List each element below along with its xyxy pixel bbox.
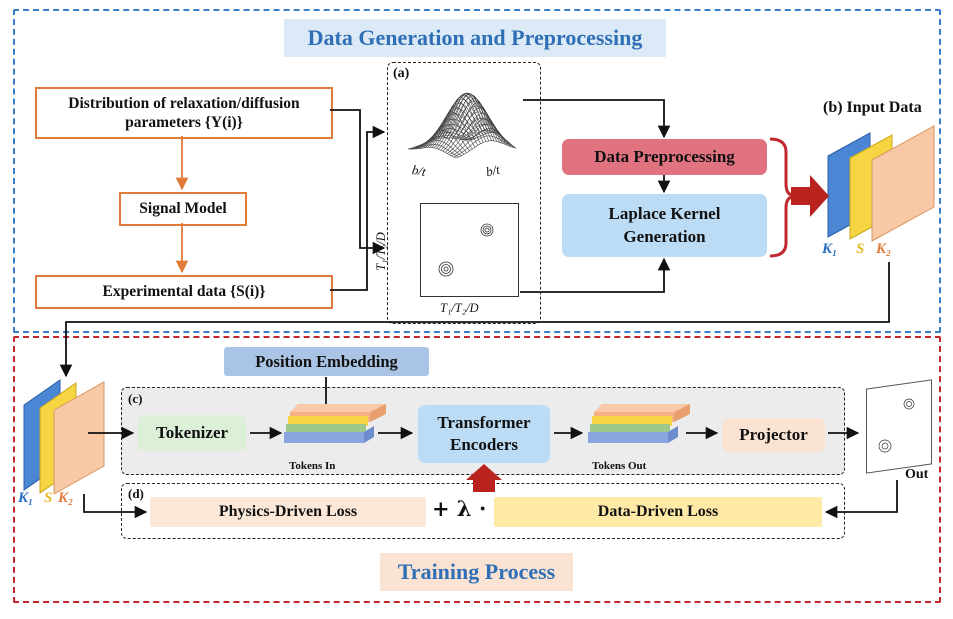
data-generation-title: Data Generation and Preprocessing xyxy=(284,19,666,57)
input-s-label: S xyxy=(856,241,865,257)
experimental-data-box: Experimental data {S(i)} xyxy=(35,275,333,309)
distribution-line2: parameters {Y(i)} xyxy=(125,114,243,131)
arrow-out-to-dataloss xyxy=(824,480,898,519)
tokens-out-label: Tokens Out xyxy=(592,460,647,472)
laplace-kernel-box: Laplace Kernel Generation xyxy=(562,194,767,257)
train-k2-label: K₂ xyxy=(58,490,74,506)
training-input-stack xyxy=(23,379,105,495)
data-driven-loss-box: Data-Driven Loss xyxy=(494,497,822,527)
physics-driven-loss-box: Physics-Driven Loss xyxy=(150,497,426,527)
training-process-title: Training Process xyxy=(380,553,573,591)
map-peak-lower xyxy=(438,261,454,277)
map-peak-upper xyxy=(480,223,494,237)
input-data-stack xyxy=(827,125,935,242)
train-s-label: S xyxy=(44,490,53,506)
big-red-arrow xyxy=(791,175,829,217)
arrow-exp-to-surface xyxy=(330,125,386,291)
input-k1-label: K₁ xyxy=(822,241,838,257)
position-embedding-box: Position Embedding xyxy=(224,347,429,376)
panel-c-label: (c) xyxy=(128,391,143,406)
arrow-surface-to-preprocessing xyxy=(523,99,671,139)
map-xlabel: T₁/T₂/D xyxy=(440,301,479,315)
red-up-arrow xyxy=(466,464,502,492)
transformer-encoders-box: Transformer Encoders xyxy=(418,405,550,463)
distribution-parameters-box: Distribution of relaxation/diffusion par… xyxy=(35,87,333,139)
projector-box: Projector xyxy=(722,418,825,452)
arrow-input-to-training xyxy=(59,262,890,378)
input-layer-k2 xyxy=(871,125,935,242)
input-data-label: (b) Input Data xyxy=(823,99,922,116)
training-process-section xyxy=(13,336,941,603)
laplace-line1: Laplace Kernel xyxy=(608,204,721,224)
signal-model-box: Signal Model xyxy=(119,192,247,226)
tokenizer-box: Tokenizer xyxy=(138,415,246,451)
t1t2-map-frame xyxy=(420,203,519,297)
input-k2-label: K₂ xyxy=(876,241,892,257)
out-label: Out xyxy=(905,467,929,482)
data-preprocessing-box: Data Preprocessing xyxy=(562,139,767,175)
train-layer-k2 xyxy=(53,381,105,495)
arrow-stack-to-physics xyxy=(83,494,148,519)
data-generation-section xyxy=(13,9,941,333)
arrow-dist-to-map xyxy=(330,109,386,255)
laplace-line2: Generation xyxy=(623,226,706,246)
panel-a-label: (a) xyxy=(393,66,410,81)
tokens-in-stack xyxy=(284,404,386,443)
loss-operator: + λ · xyxy=(432,496,487,521)
transformer-line2: Encoders xyxy=(450,435,518,454)
transformer-line1: Transformer xyxy=(437,412,531,432)
panel-d-label: (d) xyxy=(128,486,144,501)
tokens-in-label: Tokens In xyxy=(289,460,336,472)
distribution-line1: Distribution of relaxation/diffusion xyxy=(68,94,300,112)
arrow-map-to-laplace xyxy=(520,257,671,293)
tokens-out-stack xyxy=(588,404,690,443)
train-k1-label: K₁ xyxy=(18,490,34,506)
panel-a-frame xyxy=(387,62,541,324)
